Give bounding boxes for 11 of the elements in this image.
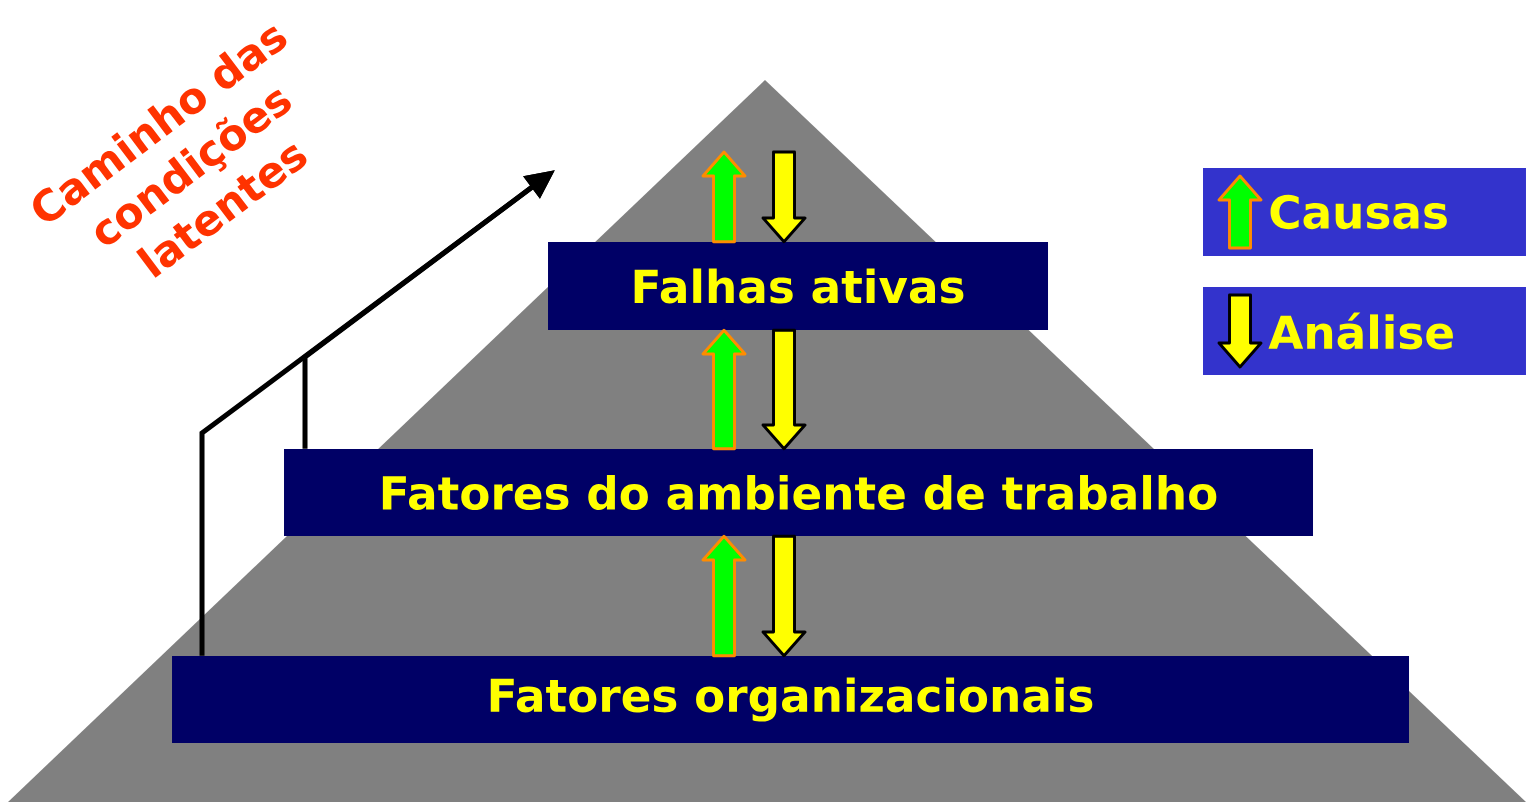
block-arrow	[701, 328, 747, 451]
block-arrow	[701, 534, 747, 658]
legend-item: Causas	[1203, 168, 1526, 256]
block-arrow	[761, 328, 807, 451]
block-arrow	[761, 150, 807, 244]
block-arrow	[701, 150, 747, 244]
level-box: Falhas ativas	[548, 242, 1048, 330]
block-arrow	[761, 534, 807, 658]
legend-item: Análise	[1203, 287, 1526, 375]
level-box: Fatores do ambiente de trabalho	[284, 449, 1313, 536]
level-box: Fatores organizacionais	[172, 656, 1409, 743]
